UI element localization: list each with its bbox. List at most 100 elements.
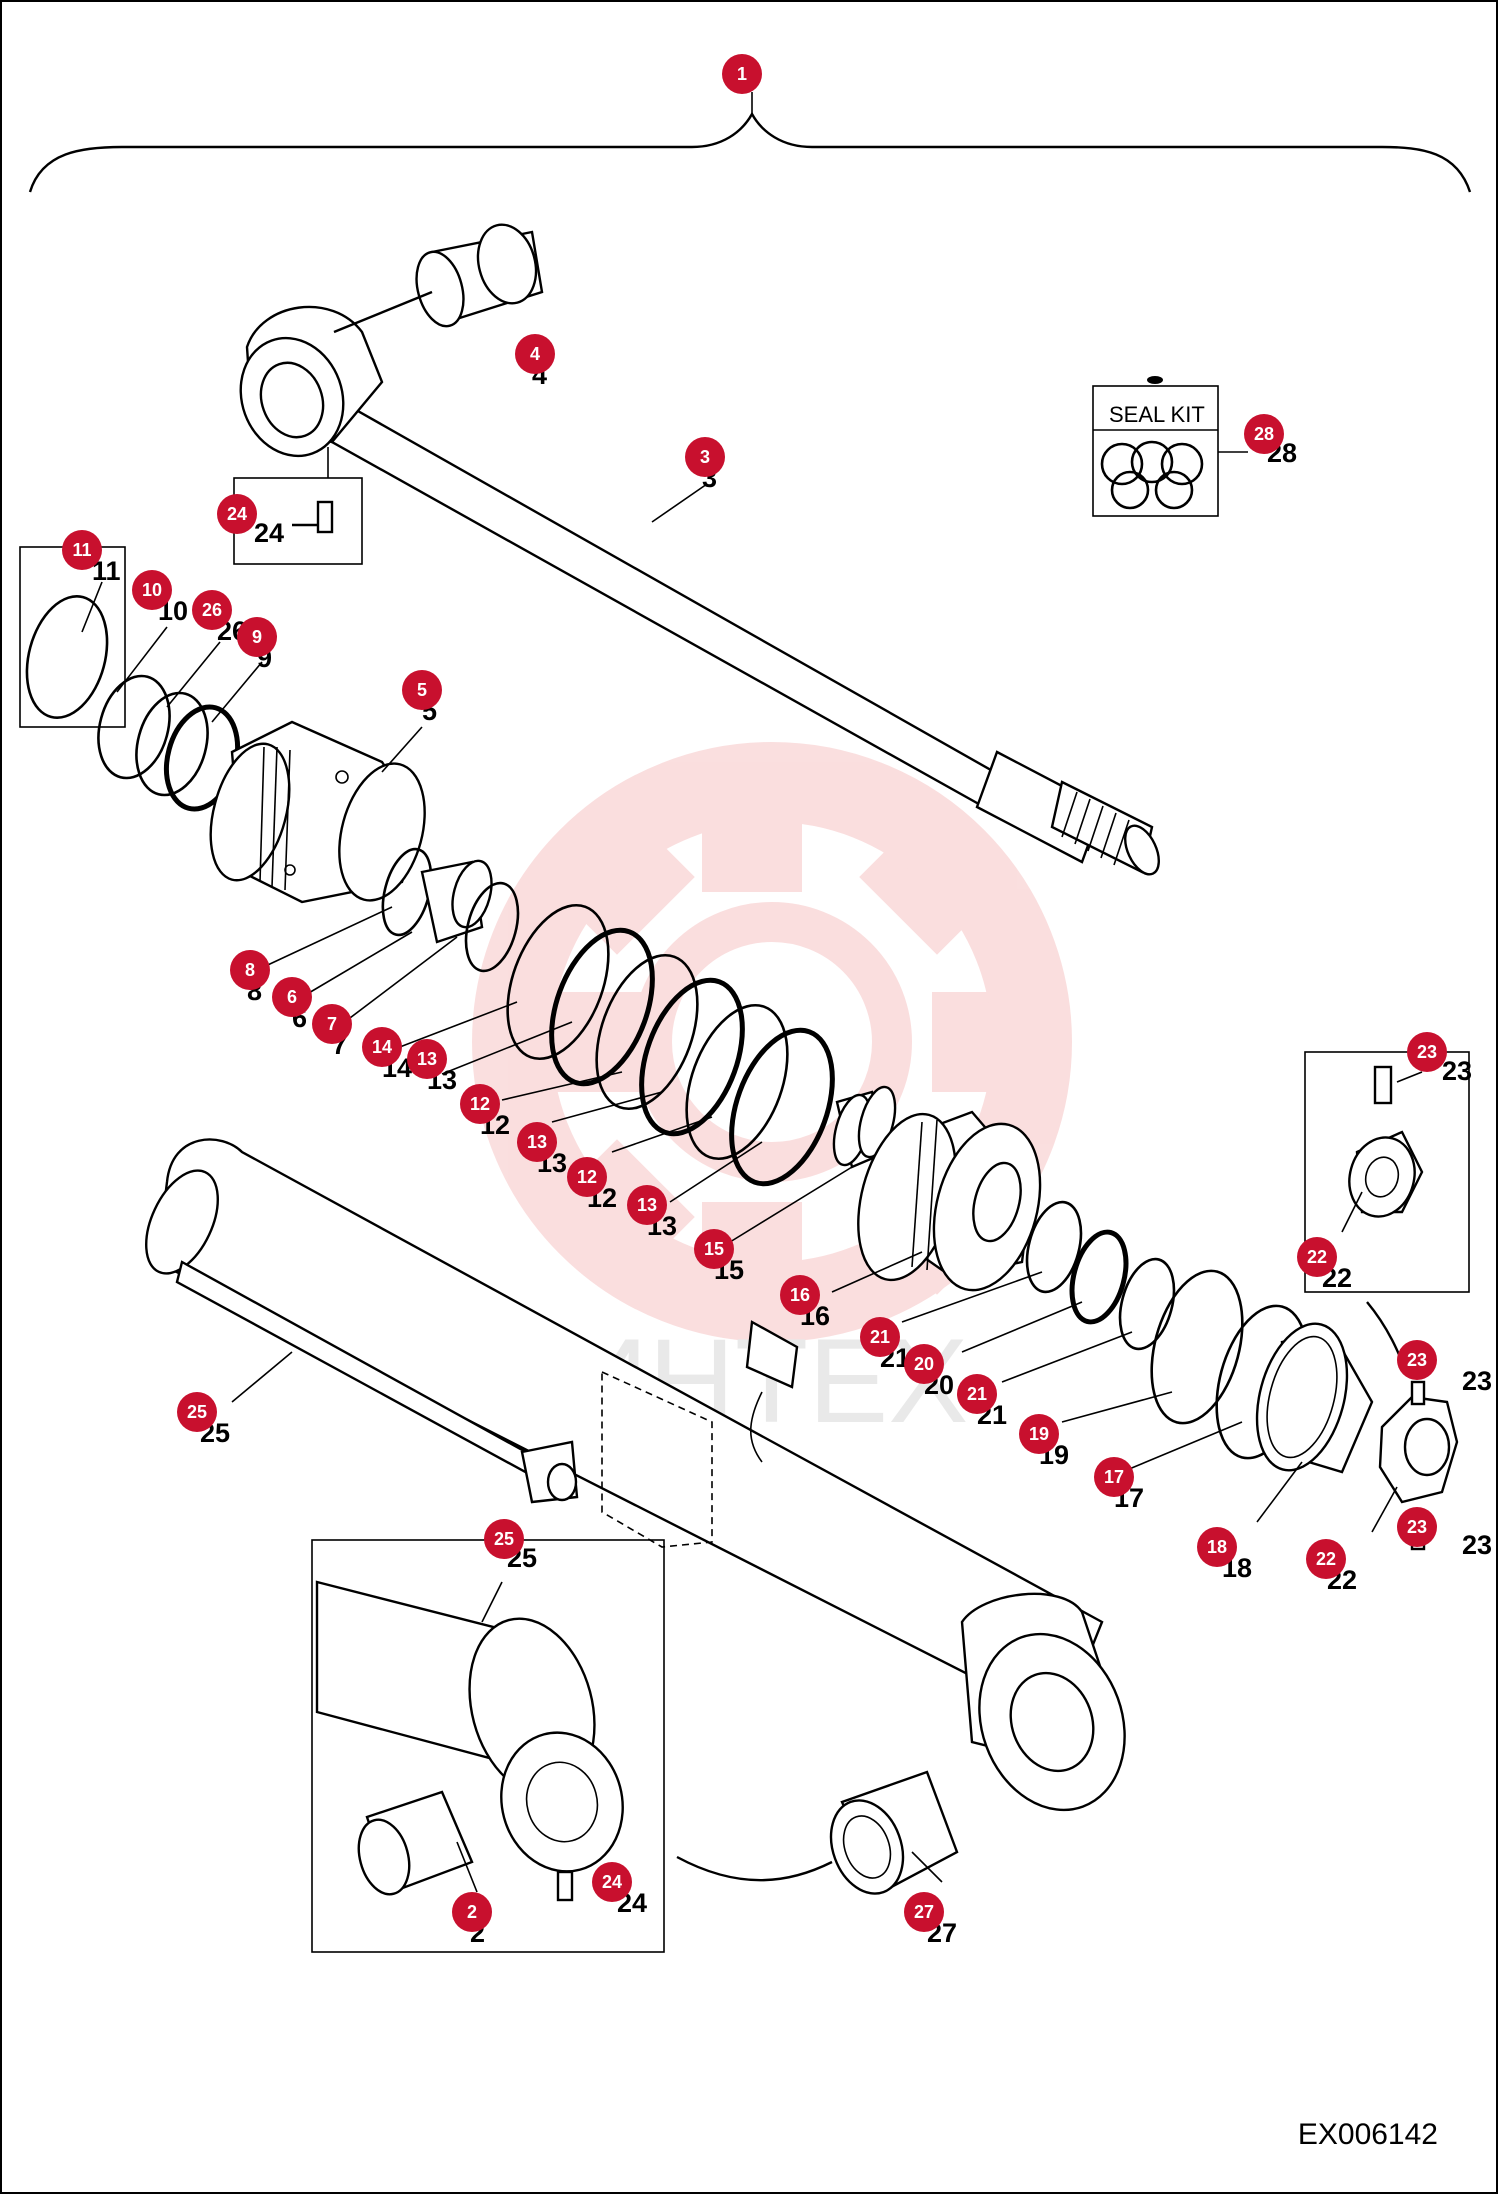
callout-number-23c: 23 <box>1462 1530 1492 1560</box>
callout-badge-label-23b: 23 <box>1407 1350 1427 1370</box>
detail-inset-box <box>311 1539 665 1953</box>
callout-badge-5 <box>402 670 442 710</box>
callout-badge-label-18: 18 <box>1207 1537 1227 1557</box>
callout-badge-label-22a: 22 <box>1307 1247 1327 1267</box>
callout-badge-22a <box>1297 1237 1337 1277</box>
callout-badge-label-5: 5 <box>417 680 427 700</box>
callout-badge-label-10: 10 <box>142 580 162 600</box>
callout-badge-24b <box>592 1862 632 1902</box>
cylinder-barrel <box>145 1138 1126 1812</box>
callout-badge-27 <box>904 1892 944 1932</box>
callout-badge-10 <box>132 570 172 610</box>
callout-badge-22b <box>1306 1539 1346 1579</box>
callout-number-23b: 23 <box>1462 1366 1492 1396</box>
callout-badge-label-25b: 25 <box>494 1529 514 1549</box>
callout-badge-label-24b: 24 <box>602 1872 622 1892</box>
callout-5: 55 <box>402 670 442 726</box>
callout-badge-17 <box>1094 1457 1134 1497</box>
callout-badge-label-13c: 13 <box>637 1195 657 1215</box>
callout-4: 44 <box>515 334 555 390</box>
callout-badge-14 <box>362 1027 402 1067</box>
callout-badge-12b <box>567 1157 607 1197</box>
rings-8-6-7 <box>381 847 520 973</box>
callout-badge-2 <box>452 1892 492 1932</box>
callout-8: 88 <box>230 950 270 1006</box>
callout-badge-label-14: 14 <box>372 1037 392 1057</box>
callout-badge-label-23a: 23 <box>1417 1042 1437 1062</box>
bushing-27 <box>676 1770 959 1895</box>
spacer <box>832 1085 897 1169</box>
callout-badge-label-23c: 23 <box>1407 1517 1427 1537</box>
diagram-code: EX006142 <box>1297 2118 1438 2151</box>
callout-badge-24a <box>217 494 257 534</box>
callout-badge-20 <box>904 1344 944 1384</box>
callout-badge-label-9: 9 <box>252 627 262 647</box>
callout-badge-13a <box>407 1039 447 1079</box>
wear-ring <box>1255 1322 1374 1474</box>
callout-badge-label-12a: 12 <box>470 1094 490 1114</box>
callout-badge-label-21a: 21 <box>870 1327 890 1347</box>
callout-badge-6 <box>272 977 312 1017</box>
cylinder-head <box>209 720 426 904</box>
callout-badge-11 <box>62 530 102 570</box>
callout-badge-21b <box>957 1374 997 1414</box>
callout-number-24a: 24 <box>254 518 284 548</box>
callout-badge-label-3: 3 <box>700 447 710 467</box>
callout-24a: 24 24 <box>217 494 284 548</box>
callout-23b: 23 23 <box>1397 1340 1492 1396</box>
callout-badge-23a <box>1407 1032 1447 1072</box>
callout-badge-label-6: 6 <box>287 987 297 1007</box>
callout-badge-21a <box>860 1317 900 1357</box>
piston <box>857 1110 1042 1292</box>
callout-badge-13b <box>517 1122 557 1162</box>
callout-badge-19 <box>1019 1414 1059 1454</box>
callout-badge-label-13b: 13 <box>527 1132 547 1152</box>
callout-badge-3 <box>685 437 725 477</box>
callout-badge-label-11: 11 <box>72 540 91 560</box>
callout-badge-label-7: 7 <box>327 1014 337 1034</box>
callout-6: 66 <box>272 977 312 1033</box>
seal-kit-box: SEAL KIT <box>1092 376 1248 517</box>
callout-badge-7 <box>312 1004 352 1044</box>
piston-rod <box>239 305 1160 876</box>
callout-badge-label-21b: 21 <box>967 1384 987 1404</box>
callout-badge-label-17: 17 <box>1104 1467 1124 1487</box>
callout-badge-label-25a: 25 <box>187 1402 207 1422</box>
callout-badge-label-2: 2 <box>467 1902 477 1922</box>
callout-badge-12a <box>460 1084 500 1124</box>
nut-detail-box <box>1304 1051 1470 1375</box>
callout-badge-label-22b: 22 <box>1316 1549 1336 1569</box>
callout-badge-1 <box>722 54 762 94</box>
callout-badge-label-15: 15 <box>704 1239 724 1259</box>
callout-badge-18 <box>1197 1527 1237 1567</box>
callout-badge-label-20: 20 <box>914 1354 934 1374</box>
callout-badge-label-1: 1 <box>737 64 747 84</box>
grease-nipple-box-top <box>233 447 363 565</box>
callout-badge-label-24a: 24 <box>227 504 247 524</box>
piston-seal-rings <box>506 903 835 1187</box>
callout-badge-26 <box>192 590 232 630</box>
seal-kit-label: SEAL KIT <box>1109 402 1205 427</box>
callout-badge-28 <box>1244 414 1284 454</box>
bushing-top <box>333 223 544 334</box>
leader-lines <box>81 92 1423 1893</box>
callout-badge-8 <box>230 950 270 990</box>
